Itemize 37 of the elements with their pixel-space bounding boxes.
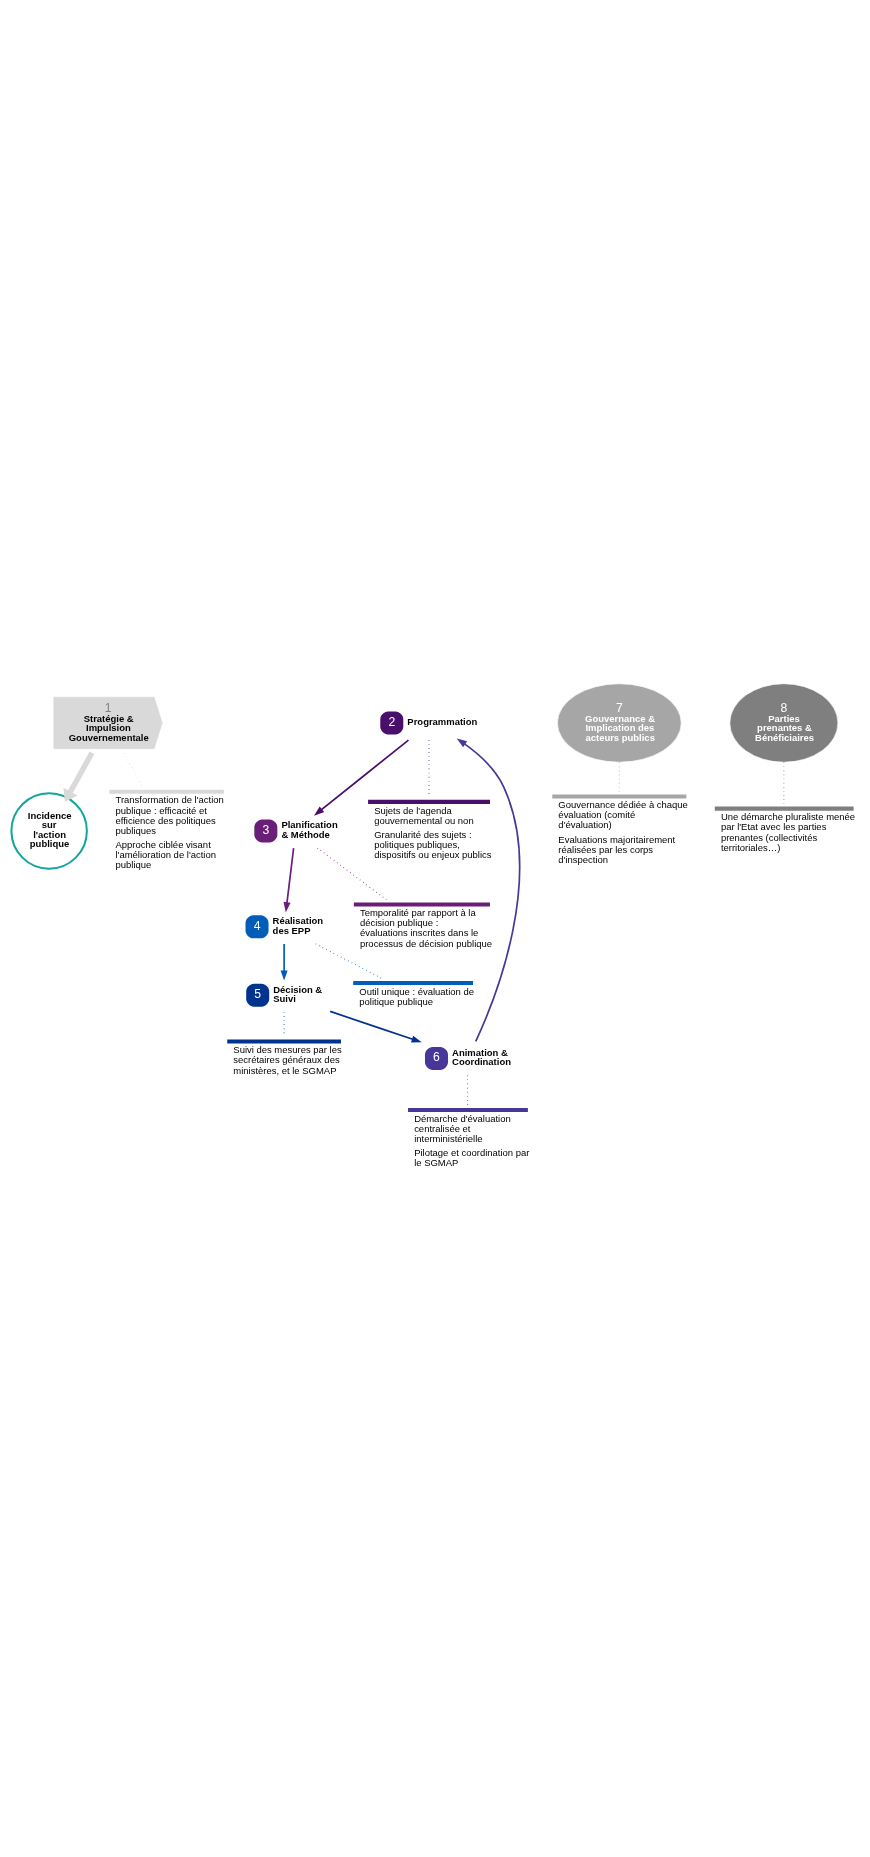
arrow	[329, 1010, 422, 1043]
node-circle: Incidence sur l'action publique	[10, 792, 88, 870]
connector	[317, 847, 387, 901]
node-label: Une démarche pluraliste menée par l'Etat avec les parties prenantes (collectivités territoriales…)	[720, 811, 856, 853]
node-box	[227, 1039, 341, 1044]
arrow	[456, 738, 521, 1043]
node-label: Temporalité par rapport à la décision publique : évaluations inscrites dans le processus de décision publique	[359, 907, 493, 949]
arrow	[63, 751, 95, 802]
node-label: Décision & Suivi	[273, 983, 323, 1005]
node-label: Réalisation des EPP	[272, 915, 324, 936]
node-label: Animation & Coordination	[452, 1046, 511, 1068]
node-ellipse: 8 Parties prenantes & Bénéficiaires	[729, 683, 839, 763]
arrow	[314, 739, 410, 816]
node-box	[368, 799, 490, 804]
node-label: Outil unique : évaluation de politique publique	[359, 985, 475, 1007]
arrow	[283, 847, 295, 913]
node-label: Pilotage et coordination par le SGMAP	[414, 1147, 530, 1169]
node-label: Evaluations majoritairement réalisées par les corps d'inspection	[558, 833, 676, 865]
node-label: Sujets de l'agenda gouvernemental ou non	[374, 804, 474, 826]
node-box	[714, 806, 854, 811]
node-label: Approche ciblée visant l'amélioration de l'action publique	[115, 839, 216, 871]
node-box	[109, 789, 224, 794]
node-label: Granularité des sujets : politiques publiques, dispositifs ou enjeux publics	[374, 828, 492, 861]
node-box	[353, 980, 474, 986]
node-box	[552, 794, 687, 799]
node-label: Gouvernance dédiée à chaque évaluation (comité d'évaluation)	[558, 799, 688, 831]
node-label: Planification & Méthode	[281, 819, 338, 840]
node-label: Suivi des mesures par les secrétaires généraux des ministères, et le SGMAP	[233, 1044, 342, 1076]
arrow	[280, 943, 288, 981]
node-label: Programmation	[407, 715, 478, 727]
node-label: Démarche d'évaluation centralisée et interministérielle	[414, 1112, 511, 1144]
node-box	[408, 1107, 528, 1112]
node-label: Transformation de l'action publique : efficacité et efficience des politiques publiques	[115, 794, 224, 836]
connector	[315, 943, 382, 979]
node-box	[353, 902, 490, 907]
node-ellipse: 7 Gouvernance & Implication des acteurs publics	[557, 683, 682, 763]
connector	[123, 752, 143, 788]
